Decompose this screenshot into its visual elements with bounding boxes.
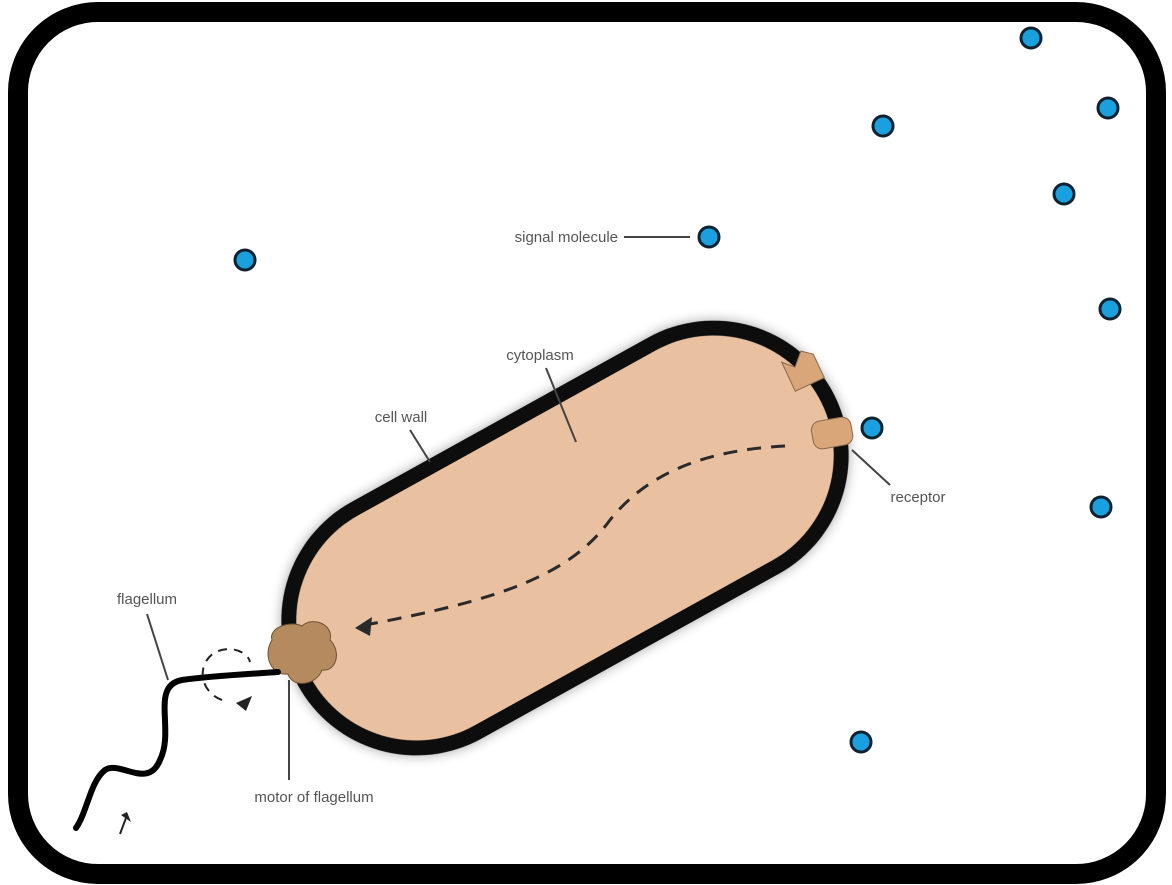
signal-molecule xyxy=(235,250,255,270)
label-receptor: receptor xyxy=(890,489,945,506)
signal-molecule xyxy=(699,227,719,247)
signal-molecule xyxy=(851,732,871,752)
signal-molecule xyxy=(1100,299,1120,319)
signal-molecule xyxy=(1054,184,1074,204)
signal-molecule xyxy=(1091,497,1111,517)
label-motor-of-flagellum: motor of flagellum xyxy=(254,789,373,806)
bound-signal-molecule xyxy=(862,418,882,438)
label-cell-wall: cell wall xyxy=(375,409,428,426)
signal-molecule xyxy=(1098,98,1118,118)
label-flagellum: flagellum xyxy=(117,591,177,608)
signal-molecule xyxy=(1021,28,1041,48)
label-cytoplasm: cytoplasm xyxy=(506,347,574,364)
signal-molecule xyxy=(873,116,893,136)
label-signal-molecule: signal molecule xyxy=(515,229,618,246)
